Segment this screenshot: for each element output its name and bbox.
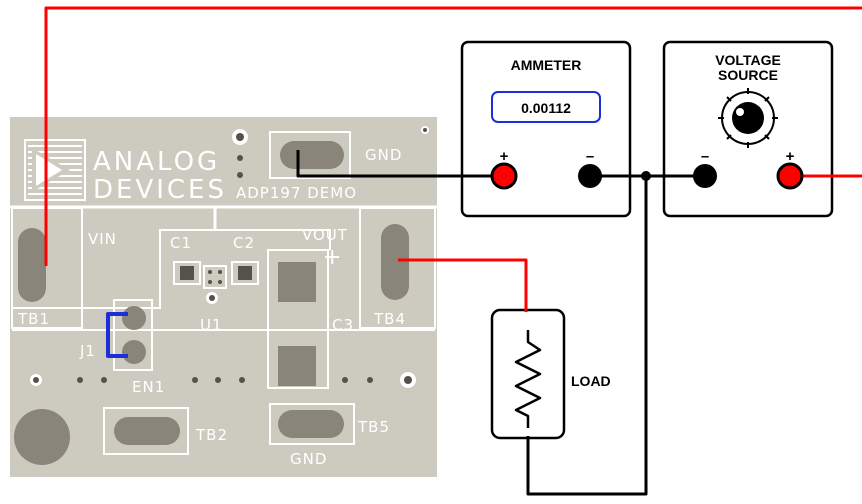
- analog-devices-logo: [24, 139, 86, 201]
- gnd-top-terminal[interactable]: [280, 141, 344, 169]
- c3-pad-bottom: [278, 346, 316, 386]
- label-gnd-top: GND: [365, 146, 402, 164]
- label-vout: VOUT: [302, 226, 348, 244]
- ammeter-negative-terminal[interactable]: [578, 164, 602, 188]
- label-c3: C3: [332, 316, 354, 334]
- label-u1: U1: [200, 316, 223, 334]
- label-plus: +: [323, 245, 342, 270]
- j1-header: [113, 299, 153, 371]
- ammeter: AMMETER 0.00112 + –: [460, 40, 632, 218]
- label-c1: C1: [170, 234, 192, 252]
- source-negative-terminal[interactable]: [693, 164, 717, 188]
- source-plus-sign: +: [786, 148, 795, 165]
- tb5-terminal[interactable]: [278, 410, 344, 438]
- label-gnd-bottom: GND: [290, 450, 327, 468]
- j1-pin-1[interactable]: [122, 306, 146, 330]
- c2-pad: [238, 266, 252, 280]
- ammeter-display: [491, 91, 601, 123]
- ammeter-plus-sign: +: [500, 148, 509, 165]
- tb4-terminal[interactable]: [381, 224, 409, 300]
- label-c2: C2: [233, 234, 255, 252]
- label-tb5: TB5: [357, 418, 390, 436]
- source-title-line1: VOLTAGE: [715, 52, 781, 68]
- tb2-terminal[interactable]: [114, 417, 180, 445]
- voltage-source: VOLTAGE SOURCE – +: [662, 40, 834, 218]
- c3-outline: [267, 249, 329, 389]
- wire-gnd-to-ammeter: [296, 150, 504, 178]
- ammeter-reading: 0.00112: [521, 100, 571, 116]
- wire-junction: [641, 171, 651, 181]
- label-en1: EN1: [132, 378, 165, 396]
- mounting-hole-bottom: [14, 409, 70, 465]
- label-tb1: TB1: [17, 310, 50, 328]
- ammeter-minus-sign: –: [586, 148, 594, 165]
- j1-jumper[interactable]: [106, 312, 128, 358]
- j1-pin-2[interactable]: [122, 340, 146, 364]
- load-label: LOAD: [571, 373, 611, 389]
- logo-text-devices: DEVICES: [93, 175, 227, 205]
- load: LOAD: [490, 308, 611, 440]
- label-demo: ADP197 DEMO: [236, 184, 357, 202]
- wire-vin-to-tb1: [44, 6, 862, 266]
- label-j1: J1: [79, 342, 96, 360]
- c1-pad: [180, 266, 194, 280]
- label-tb2: TB2: [195, 426, 228, 444]
- evaluation-board: ANALOG DEVICES GND ADP197 DEMO VIN C1 C2…: [10, 117, 437, 477]
- label-tb4: TB4: [373, 310, 406, 328]
- wire-load-return: [526, 176, 648, 496]
- wire-vout-to-load: [398, 258, 528, 312]
- tb1-terminal[interactable]: [18, 228, 46, 302]
- label-vin: VIN: [88, 230, 117, 248]
- c3-pad-top: [278, 262, 316, 302]
- resistor-icon: [514, 330, 542, 428]
- ammeter-title: AMMETER: [511, 57, 582, 73]
- ammeter-positive-terminal[interactable]: [490, 162, 518, 190]
- source-positive-terminal[interactable]: [776, 162, 804, 190]
- u1-chip: [203, 265, 227, 289]
- logo-text-analog: ANALOG: [93, 147, 220, 177]
- tb4-outline: [359, 207, 436, 329]
- source-minus-sign: –: [701, 148, 709, 165]
- voltage-knob-icon[interactable]: [718, 88, 778, 148]
- source-title-line2: SOURCE: [718, 67, 778, 83]
